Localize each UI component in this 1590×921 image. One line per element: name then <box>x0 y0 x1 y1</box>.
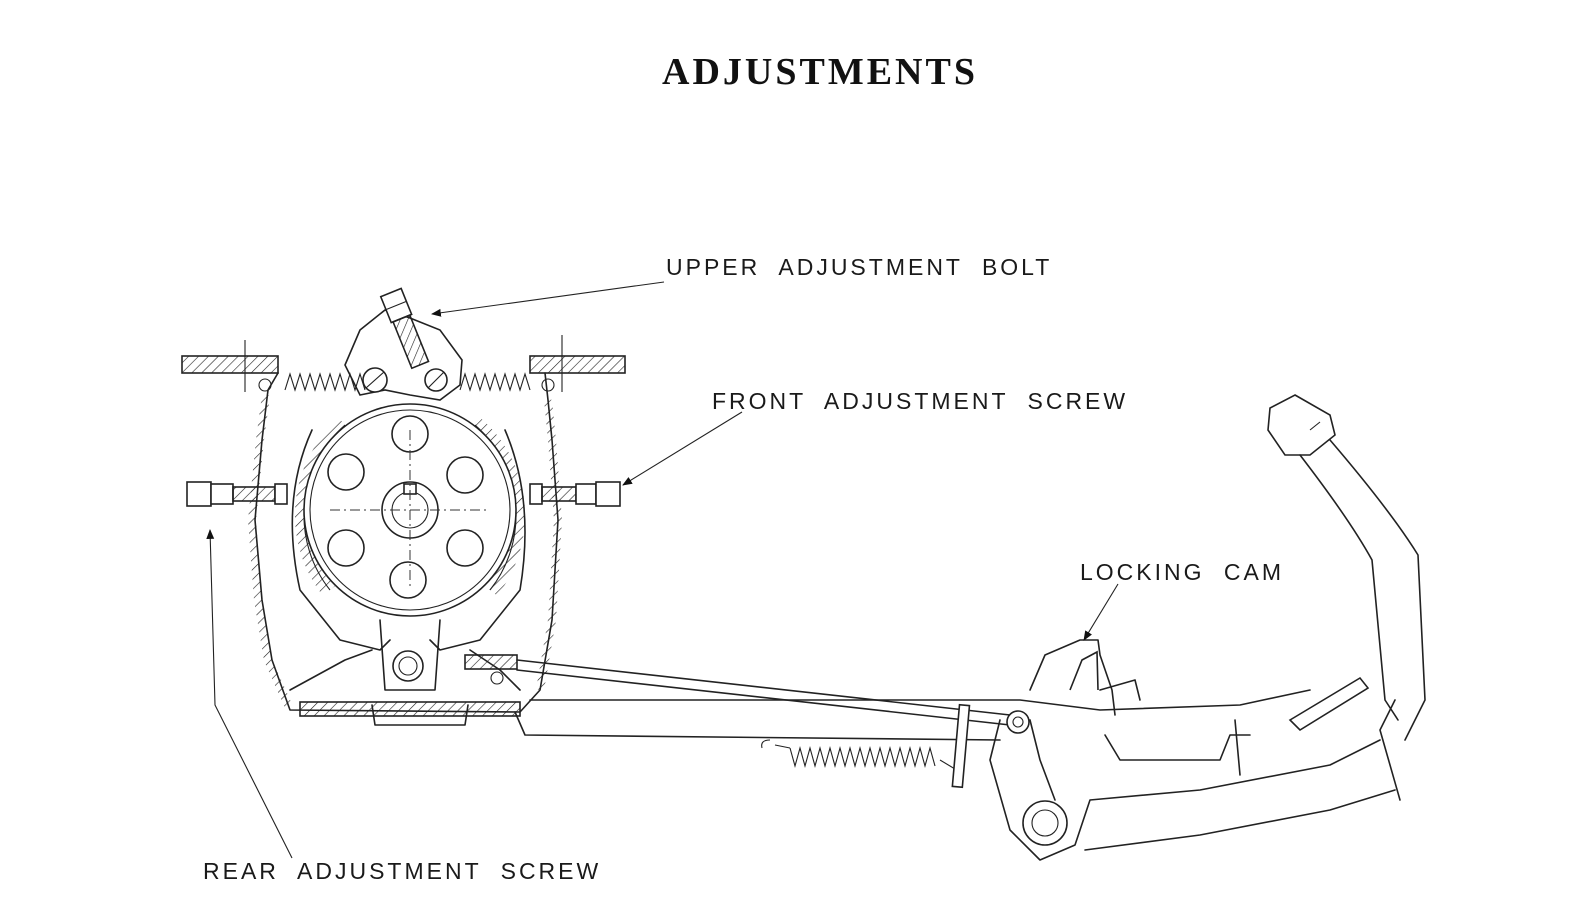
pedal-assembly <box>989 639 1396 861</box>
front-adjustment-screw <box>529 481 621 507</box>
lower-spring <box>761 703 971 789</box>
brake-housing <box>247 372 563 726</box>
label-front-adjustment-screw: FRONT ADJUSTMENT SCREW <box>712 388 1129 414</box>
linkage-rod <box>464 654 1311 741</box>
lower-pivot <box>379 619 441 691</box>
upper-adjustment-bolt <box>379 287 430 370</box>
upper-springs <box>258 372 555 392</box>
page-title: ADJUSTMENTS <box>662 51 978 93</box>
leader-lines <box>206 281 1119 859</box>
label-upper-adjustment-bolt: UPPER ADJUSTMENT BOLT <box>666 254 1053 280</box>
mounting-flange <box>181 335 626 392</box>
label-rear-adjustment-screw: REAR ADJUSTMENT SCREW <box>203 858 602 884</box>
upper-lever <box>344 309 463 401</box>
hand-lever <box>1267 394 1426 801</box>
label-locking-cam: LOCKING CAM <box>1080 559 1285 585</box>
rear-adjustment-screw <box>186 481 288 507</box>
brake-drum <box>303 403 517 617</box>
